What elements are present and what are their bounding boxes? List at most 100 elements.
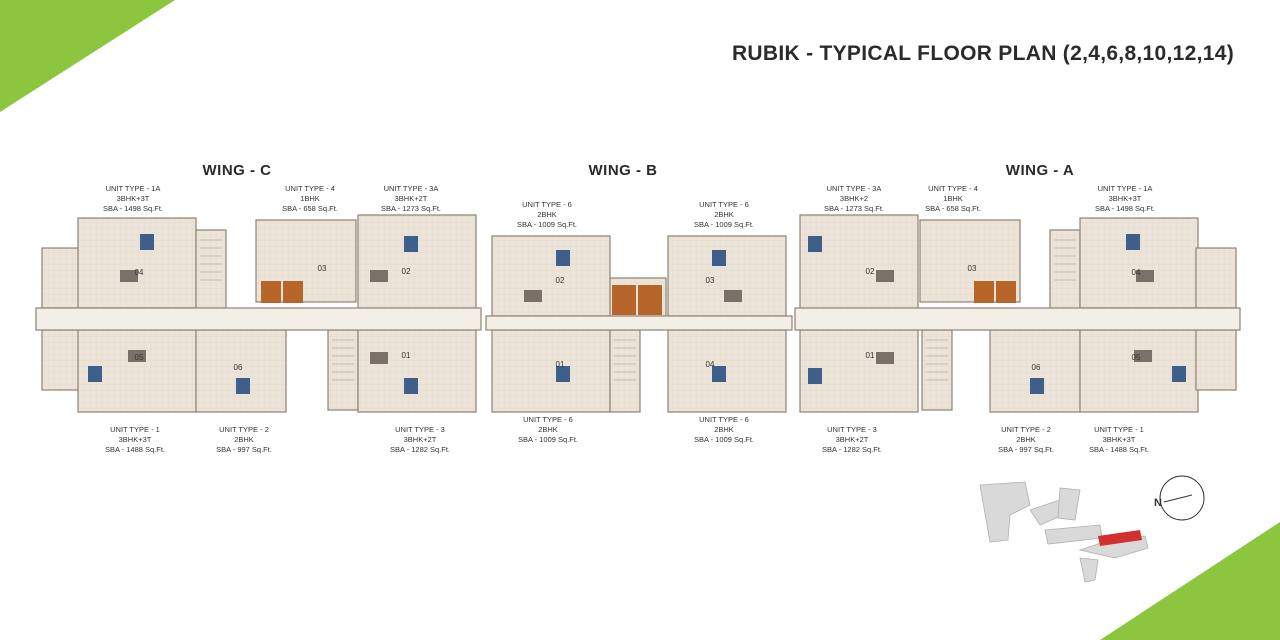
unit-block bbox=[357, 214, 477, 311]
unit-sba: SBA - 1009 Sq.Ft. bbox=[517, 435, 579, 444]
unit-number: 01 bbox=[556, 360, 565, 369]
unit-number: 01 bbox=[866, 351, 875, 360]
unit-label-bottom: UNIT TYPE - 2 2BHK SBA - 997 Sq.Ft. bbox=[998, 425, 1054, 455]
unit-sba: SBA - 1009 Sq.Ft. bbox=[693, 435, 755, 444]
unit-number: 04 bbox=[1132, 268, 1141, 277]
unit-config: 2BHK bbox=[714, 210, 734, 219]
bed bbox=[556, 250, 570, 266]
lift bbox=[638, 285, 662, 315]
unit-type: UNIT TYPE - 4 bbox=[928, 184, 978, 193]
unit-type: UNIT TYPE - 1A bbox=[105, 184, 161, 193]
unit-number: 03 bbox=[706, 276, 715, 285]
unit-label-bottom: UNIT TYPE - 2 2BHK SBA - 997 Sq.Ft. bbox=[216, 425, 272, 455]
unit-label-top: UNIT TYPE - 6 2BHK SBA - 1009 Sq.Ft. bbox=[517, 200, 577, 230]
sofa bbox=[1136, 270, 1154, 282]
wing-c-plan bbox=[35, 214, 482, 413]
unit-block bbox=[77, 217, 197, 309]
bed bbox=[712, 250, 726, 266]
unit-config: 3BHK+2T bbox=[394, 194, 428, 203]
north-circle bbox=[1159, 475, 1205, 521]
balcony-block bbox=[1195, 329, 1237, 391]
unit-type: UNIT TYPE - 2 bbox=[219, 425, 269, 434]
unit-config: 3BHK+2T bbox=[403, 435, 437, 444]
unit-config: 2BHK bbox=[234, 435, 254, 444]
unit-sba: SBA - 1273 Sq.Ft. bbox=[380, 204, 442, 213]
sofa bbox=[876, 270, 894, 282]
sofa bbox=[876, 352, 894, 364]
stair-block bbox=[609, 329, 641, 413]
corridor bbox=[35, 307, 482, 331]
stair-block bbox=[1049, 229, 1081, 311]
bed bbox=[404, 378, 418, 394]
unit-block bbox=[989, 329, 1081, 413]
stair-block bbox=[327, 329, 359, 411]
page-title: RUBIK - TYPICAL FLOOR PLAN (2,4,6,8,10,1… bbox=[731, 42, 1234, 65]
corridor bbox=[485, 315, 793, 331]
unit-sba: SBA - 1498 Sq.Ft. bbox=[102, 204, 164, 213]
unit-label-top: UNIT TYPE - 1A 3BHK+3T SBA - 1498 Sq.Ft. bbox=[103, 184, 163, 214]
wing-c-label: WING - C bbox=[202, 162, 272, 179]
unit-block bbox=[195, 329, 287, 413]
sofa bbox=[370, 270, 388, 282]
unit-number: 02 bbox=[866, 267, 875, 276]
unit-sba: SBA - 1282 Sq.Ft. bbox=[821, 445, 883, 454]
unit-label-top: UNIT TYPE - 3A 3BHK+2T SBA - 1273 Sq.Ft. bbox=[381, 184, 441, 214]
site-block bbox=[1079, 557, 1099, 583]
unit-config: 1BHK bbox=[943, 194, 963, 203]
unit-number: 03 bbox=[318, 264, 327, 273]
bed bbox=[236, 378, 250, 394]
unit-block bbox=[491, 329, 611, 413]
balcony-block bbox=[1195, 247, 1237, 309]
bed bbox=[808, 236, 822, 252]
sofa bbox=[128, 350, 146, 362]
unit-type: UNIT TYPE - 2 bbox=[1001, 425, 1051, 434]
unit-config: 2BHK bbox=[538, 425, 558, 434]
unit-number: 01 bbox=[402, 351, 411, 360]
unit-label-top: UNIT TYPE - 4 1BHK SBA - 658 Sq.Ft. bbox=[282, 184, 338, 214]
bed bbox=[140, 234, 154, 250]
balcony-block bbox=[41, 329, 83, 391]
unit-type: UNIT TYPE - 4 bbox=[285, 184, 335, 193]
unit-number: 02 bbox=[402, 267, 411, 276]
unit-config: 3BHK+3T bbox=[1102, 435, 1136, 444]
lift bbox=[996, 281, 1016, 303]
unit-number: 03 bbox=[968, 264, 977, 273]
unit-type: UNIT TYPE - 1 bbox=[110, 425, 160, 434]
unit-config: 2BHK bbox=[714, 425, 734, 434]
sofa bbox=[1134, 350, 1152, 362]
unit-config: 3BHK+3T bbox=[1108, 194, 1142, 203]
unit-label-bottom: UNIT TYPE - 3 3BHK+2T SBA - 1282 Sq.Ft. bbox=[390, 425, 450, 455]
stair-block bbox=[195, 229, 227, 311]
unit-number: 02 bbox=[556, 276, 565, 285]
stair-hatching bbox=[200, 239, 1076, 381]
unit-label-top: UNIT TYPE - 6 2BHK SBA - 1009 Sq.Ft. bbox=[694, 200, 754, 230]
sofa bbox=[120, 270, 138, 282]
unit-number: 04 bbox=[706, 360, 715, 369]
furniture-hints bbox=[120, 270, 1154, 364]
unit-config: 2BHK bbox=[1016, 435, 1036, 444]
bed bbox=[404, 236, 418, 252]
unit-sba: SBA - 1282 Sq.Ft. bbox=[389, 445, 451, 454]
bed bbox=[88, 366, 102, 382]
lift bbox=[261, 281, 281, 303]
sofa bbox=[370, 352, 388, 364]
unit-config: 1BHK bbox=[300, 194, 320, 203]
unit-block bbox=[491, 235, 611, 317]
site-block bbox=[979, 481, 1031, 543]
corridor bbox=[794, 307, 1241, 331]
bed bbox=[808, 368, 822, 384]
unit-sba: SBA - 1009 Sq.Ft. bbox=[693, 220, 755, 229]
unit-label-top: UNIT TYPE - 3A 3BHK+2 SBA - 1273 Sq.Ft. bbox=[824, 184, 884, 214]
unit-type: UNIT TYPE - 6 bbox=[522, 200, 572, 209]
wing-b-label: WING - B bbox=[588, 162, 658, 179]
lift bbox=[974, 281, 994, 303]
unit-type: UNIT TYPE - 3A bbox=[383, 184, 439, 193]
unit-type: UNIT TYPE - 3 bbox=[395, 425, 445, 434]
unit-number: 06 bbox=[234, 363, 243, 372]
site-block bbox=[1057, 487, 1081, 521]
stair-block bbox=[921, 329, 953, 411]
sofa bbox=[724, 290, 742, 302]
unit-block bbox=[1079, 217, 1199, 309]
lift bbox=[283, 281, 303, 303]
balcony-block bbox=[41, 247, 83, 309]
